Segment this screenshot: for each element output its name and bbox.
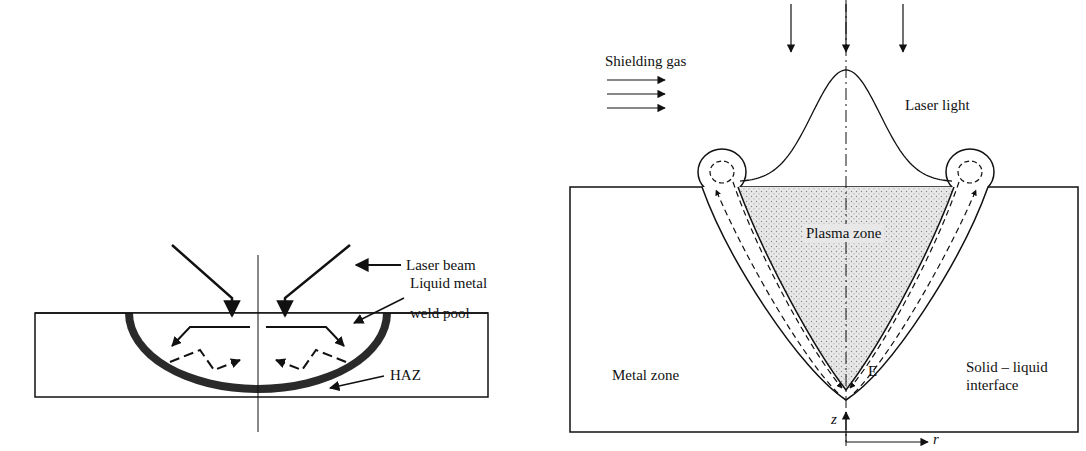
laser-beam <box>285 245 350 316</box>
point-label: E <box>868 362 877 380</box>
flow-arrow <box>172 327 250 346</box>
conduction-weld <box>35 245 488 432</box>
laser-arrow <box>845 4 846 52</box>
z-axis <box>845 412 846 442</box>
part-label: Laser light <box>905 96 970 114</box>
gas-arrow <box>607 79 665 80</box>
leader-arrow <box>356 264 401 266</box>
part-label: Solid – liquid interface <box>966 358 1078 394</box>
gas-arrow <box>607 107 665 108</box>
axis-line <box>846 0 847 446</box>
melt-layer <box>702 187 988 400</box>
flow-arrow <box>854 190 976 393</box>
center-line <box>258 255 259 432</box>
axis-label: r <box>933 430 939 448</box>
r-axis <box>846 441 928 442</box>
part-label: Laser beam <box>406 256 476 274</box>
keyhole-weld <box>570 0 1078 446</box>
flow-arrow <box>733 182 842 388</box>
flow-loop <box>710 161 734 183</box>
workpiece <box>570 187 1078 432</box>
flow-arrow <box>850 182 959 388</box>
region-label: Plasma zone <box>803 224 884 242</box>
leader-arrow <box>354 298 404 323</box>
workpiece <box>35 313 488 397</box>
laser-arrow <box>902 4 903 52</box>
axis-label: z <box>831 410 837 428</box>
part-label: HAZ <box>390 366 421 384</box>
solid-liquid-interface <box>702 187 988 400</box>
part-label: Liquid metal weld pool <box>410 268 510 328</box>
flow-arrow <box>266 327 344 346</box>
laser-beam <box>172 245 232 316</box>
beam-profile <box>740 70 952 181</box>
leader-arrow <box>330 376 384 388</box>
part-label: Shielding gas <box>605 52 686 70</box>
flow-arrow <box>276 350 346 370</box>
region-label: Metal zone <box>612 366 679 384</box>
laser-arrow <box>790 4 791 52</box>
flow-loop <box>958 161 982 183</box>
flow-arrow <box>716 190 838 393</box>
flow-arrow <box>170 350 240 370</box>
gas-arrow <box>607 93 665 94</box>
